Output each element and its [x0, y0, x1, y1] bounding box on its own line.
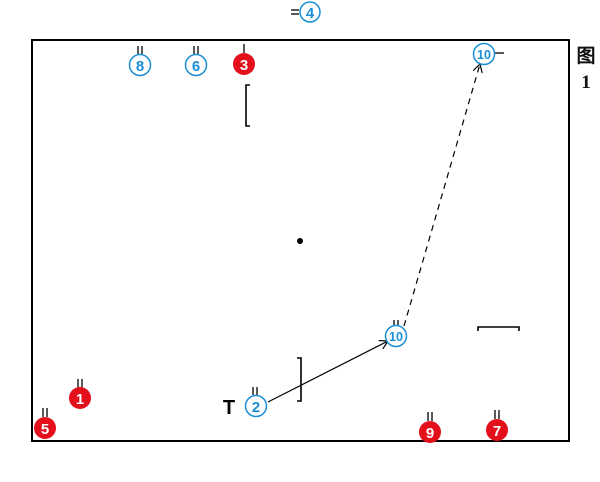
- bracket-top: [245, 84, 250, 127]
- player-number: 2: [252, 399, 260, 416]
- player-blue-4: 4: [291, 1, 321, 23]
- player-number: 5: [41, 421, 49, 438]
- pass-arrow: [267, 341, 388, 403]
- figure-label-number: 1: [581, 72, 591, 93]
- player-number: 3: [240, 57, 248, 74]
- run-arrow: [403, 64, 480, 327]
- player-blue-2: 2: [244, 387, 268, 418]
- player-blue-6: 6: [184, 46, 208, 77]
- player-red-5: 5: [34, 408, 56, 439]
- figure-label: 图 1: [576, 44, 596, 96]
- player-red-7: 7: [486, 410, 508, 441]
- marker-right: [477, 326, 520, 331]
- player-number: 8: [136, 58, 144, 75]
- bracket-bottom: [297, 357, 302, 402]
- player-red-9: 9: [419, 412, 441, 443]
- center-spot: [297, 238, 303, 244]
- player-number: 9: [426, 425, 434, 442]
- player-red-3: 3: [233, 44, 255, 75]
- figure-label-char: 图: [576, 46, 596, 67]
- ball-marker: T: [223, 397, 235, 419]
- player-number: 4: [306, 5, 315, 22]
- player-number: 1: [76, 391, 84, 408]
- field-boundary: [31, 39, 570, 442]
- player-number: 7: [493, 423, 501, 440]
- player-number: 10: [477, 48, 491, 62]
- player-number: 6: [192, 58, 200, 75]
- player-blue-10-top: 10: [472, 42, 504, 66]
- player-number: 10: [389, 330, 403, 344]
- player-blue-10-mid: 10: [384, 320, 408, 348]
- player-blue-8: 8: [128, 46, 152, 77]
- player-red-1: 1: [69, 379, 91, 409]
